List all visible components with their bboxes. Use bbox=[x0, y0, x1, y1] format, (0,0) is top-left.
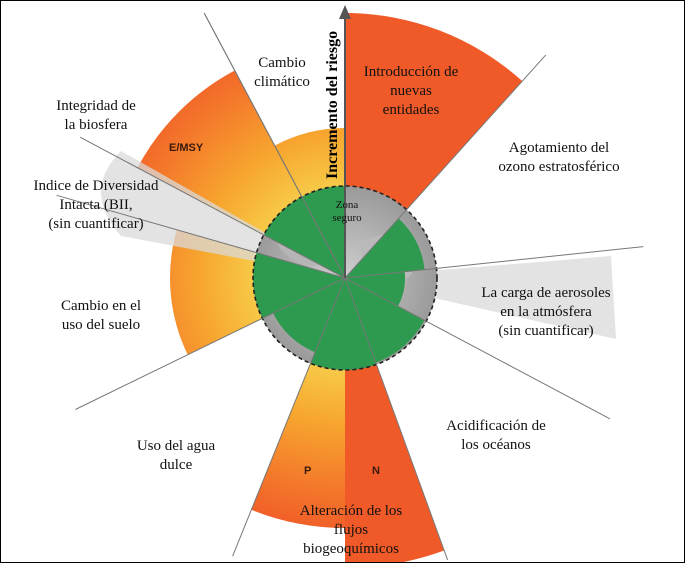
wedge-land-system-change-safe bbox=[253, 252, 345, 319]
label-biogeochemical-flows: Alteración de los flujos biogeoquímicos bbox=[299, 503, 403, 557]
wedge-ocean-acidification-safe bbox=[345, 278, 425, 363]
risk-axis-label: Incremento del riesgo bbox=[324, 30, 341, 179]
sector-divider-line bbox=[75, 277, 346, 410]
label-freshwater-use: Uso del agua dulce bbox=[136, 438, 216, 473]
label-biosphere-integrity: Integridad de la biosfera bbox=[56, 98, 136, 133]
sector-divider-line bbox=[344, 277, 449, 561]
sector-divider-line bbox=[344, 277, 611, 420]
label-land-system-change: Cambio en el uso del suelo bbox=[61, 298, 141, 333]
sector-divider-line bbox=[344, 246, 644, 279]
wedge-aerosol-loading-safe bbox=[345, 271, 406, 307]
safe-boundary-circle bbox=[252, 185, 438, 371]
tag-emsy: E/MSY bbox=[169, 142, 204, 154]
sector-dividers bbox=[56, 12, 644, 561]
label-ocean-acidification: Acidificación de los océanos bbox=[446, 418, 546, 453]
safe-zone-label: Zona seguro bbox=[332, 199, 362, 224]
label-novel-entities: Introducción de nuevas entidades bbox=[363, 64, 459, 118]
label-climate-change: Cambio climático bbox=[254, 55, 310, 90]
risk-axis-arrow bbox=[339, 5, 351, 278]
sector-divider-line bbox=[203, 12, 346, 279]
wedge-ozone-depletion-safe bbox=[345, 218, 425, 278]
wedge-freshwater-use-safe bbox=[273, 278, 345, 353]
wedge-biosphere-integrity-safe bbox=[263, 196, 345, 278]
sector-divider-line bbox=[344, 54, 547, 279]
wedge-climate-change-safe bbox=[301, 186, 345, 278]
label-biodiversity-intactness-index: Indice de Diversidad Intacta (BII, (sin … bbox=[33, 178, 159, 232]
tag-phosphorus: P bbox=[304, 465, 312, 477]
sector-divider-line bbox=[56, 194, 346, 279]
label-aerosol-loading: La carga de aerosoles en la atmósfera (s… bbox=[481, 285, 611, 339]
label-ozone-depletion: Agotamiento del ozono estratosférico bbox=[498, 140, 620, 175]
sector-divider-line bbox=[79, 136, 346, 279]
sector-divider-line bbox=[232, 277, 346, 557]
wedge-phosphorus-flow-safe bbox=[310, 278, 345, 370]
tag-nitrogen: N bbox=[372, 465, 380, 477]
